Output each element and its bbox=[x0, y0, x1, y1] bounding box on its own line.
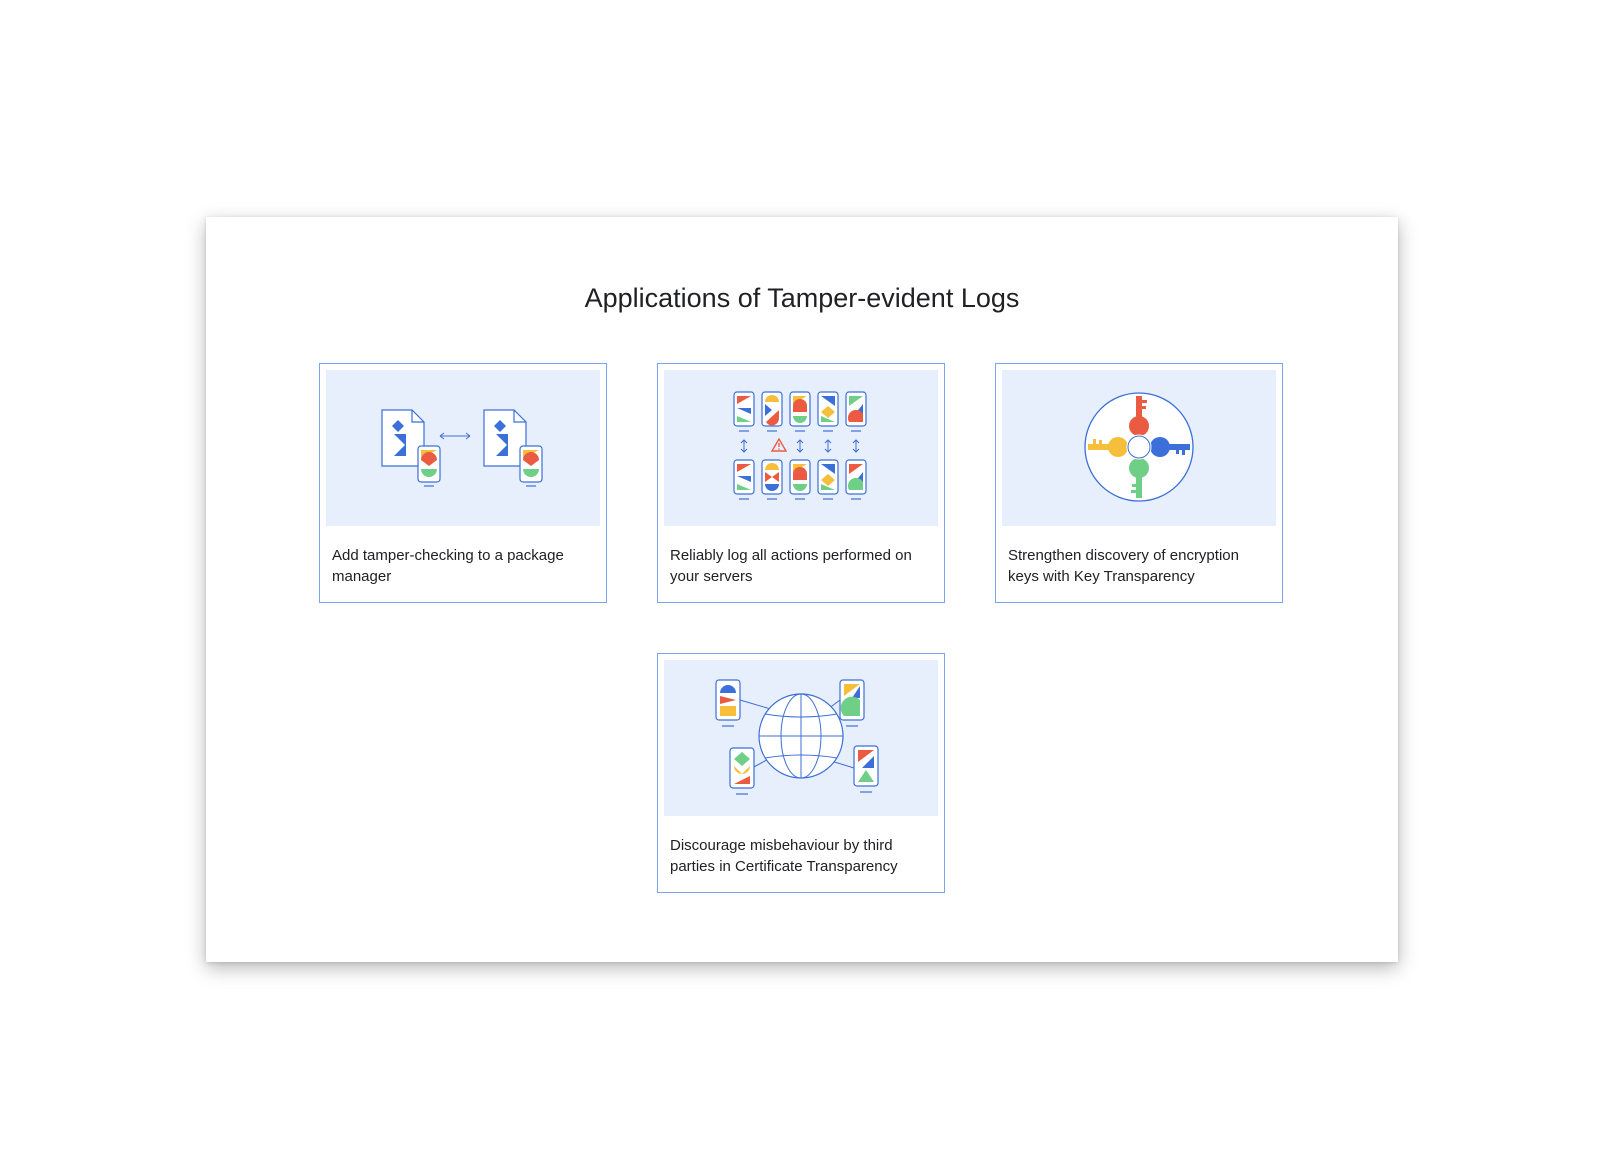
slide: Applications of Tamper-evident Logs bbox=[206, 217, 1398, 962]
page-title: Applications of Tamper-evident Logs bbox=[584, 283, 1020, 313]
card-caption: Reliably log all actions performed on yo… bbox=[670, 547, 912, 585]
keys-ring-icon bbox=[1084, 392, 1194, 502]
card-illustration bbox=[326, 370, 600, 526]
package-files-icon bbox=[381, 409, 543, 487]
server-log-icon bbox=[733, 391, 867, 500]
card-key-transparency: Strengthen discovery of encryption keys … bbox=[995, 363, 1283, 603]
card-caption: Add tamper-checking to a package manager bbox=[332, 547, 564, 585]
card-illustration bbox=[1002, 370, 1276, 526]
card-caption: Strengthen discovery of encryption keys … bbox=[1008, 547, 1239, 585]
card-illustration bbox=[664, 370, 938, 526]
card-certificate-transparency: Discourage misbehaviour by third parties… bbox=[657, 653, 945, 893]
card-illustration bbox=[664, 660, 938, 816]
card-server-log: Reliably log all actions performed on yo… bbox=[657, 363, 945, 603]
card-caption: Discourage misbehaviour by third parties… bbox=[670, 837, 898, 875]
globe-network-icon bbox=[715, 679, 879, 795]
card-package-manager: Add tamper-checking to a package manager bbox=[319, 363, 607, 603]
